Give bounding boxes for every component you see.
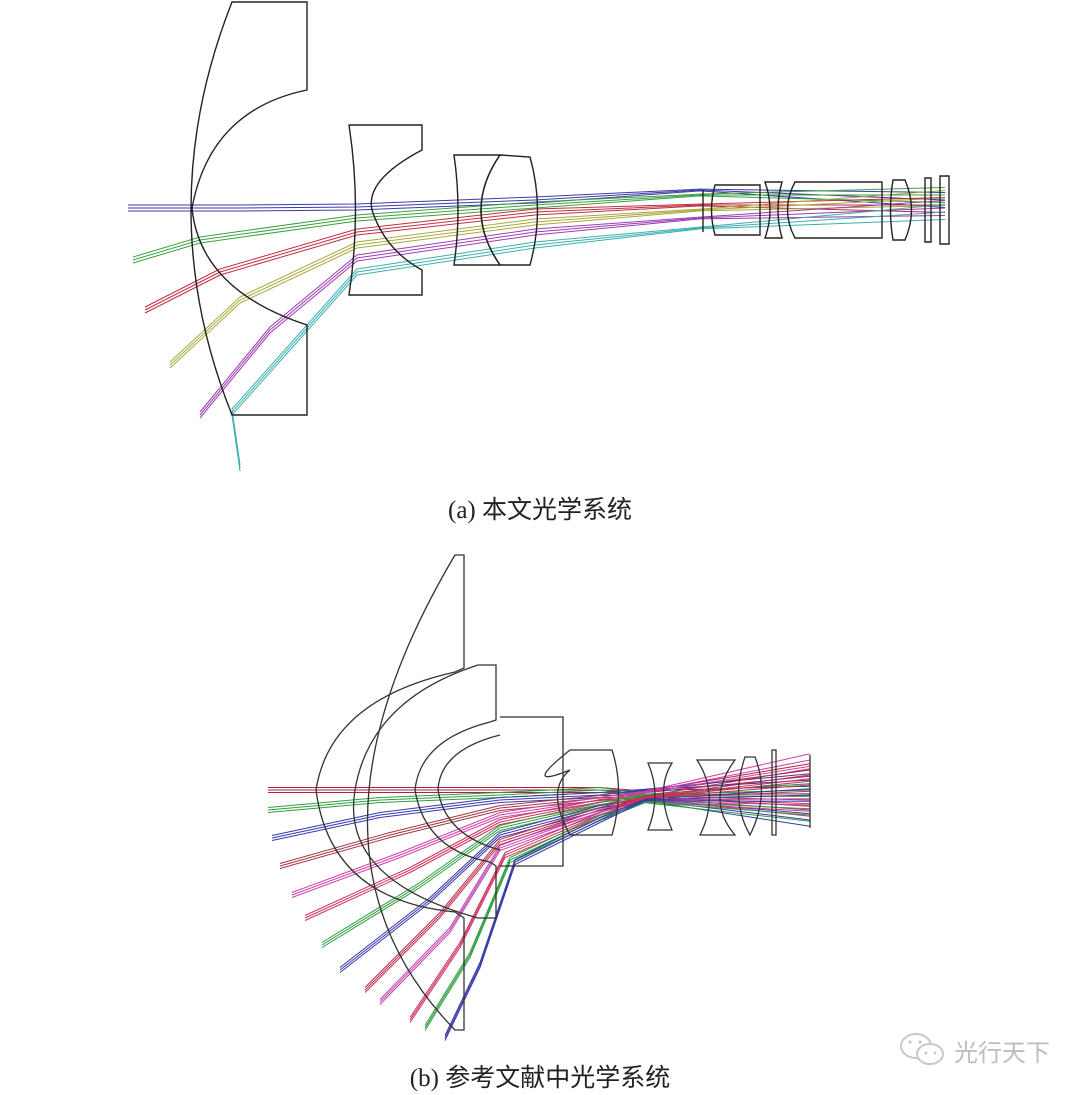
a-ray-0-0 (128, 188, 946, 206)
b-ray-4-0 (291, 753, 811, 893)
b-ray-4-1 (291, 759, 811, 896)
b-ray-11-0 (424, 800, 811, 1026)
wechat-icon (900, 1033, 944, 1065)
a-ray-3-2 (169, 205, 946, 369)
b-ray-6-0 (321, 783, 811, 943)
lens-b5 (647, 762, 674, 831)
optical-system-a (128, 1, 950, 472)
lens-b1 (315, 554, 465, 1031)
lens-a8 (889, 179, 913, 241)
a-ray-1-1 (132, 194, 945, 261)
caption-b: (b) 参考文献中光学系统 (409, 1065, 671, 1092)
lens-a4 (480, 154, 539, 266)
a-ray-4-0 (199, 200, 946, 413)
lens-b7 (737, 756, 763, 837)
watermark-text: 光行天下 (954, 1038, 1050, 1067)
a-ray-3-1 (169, 197, 946, 366)
a-ray-0-1 (128, 189, 946, 209)
a-ray-2-2 (144, 205, 946, 314)
a-ray-4-2 (199, 215, 946, 419)
ray-bundles-b (267, 753, 811, 1041)
lens-a1 (190, 1, 308, 416)
lens-a7 (786, 181, 883, 239)
b-ray-3-1 (279, 795, 811, 867)
b-ray-9-0 (379, 798, 811, 1000)
a-ray-1-0 (132, 187, 946, 258)
lens-a2 (348, 124, 423, 296)
b-ray-8-0 (364, 768, 811, 988)
lens-a5 (702, 184, 761, 236)
b-ray-11-2 (424, 802, 811, 1031)
b-ray-12-2 (444, 800, 811, 1041)
ray-bundles-a (128, 187, 946, 472)
b-ray-9-2 (379, 801, 811, 1005)
a-ray-5-0 (231, 204, 946, 466)
b-ray-8-1 (364, 774, 811, 991)
a-ray-2-1 (144, 204, 945, 311)
watermark: 光行天下 (898, 1030, 1050, 1070)
b-ray-5-0 (304, 796, 811, 916)
a-ray-1-2 (132, 195, 946, 264)
filter-a (924, 175, 950, 245)
a-ray-5-2 (231, 219, 946, 472)
b-ray-9-1 (379, 800, 811, 1003)
b-ray-10-0 (409, 778, 811, 1018)
filter-b (771, 749, 811, 836)
lens-b4 (544, 749, 620, 836)
b-ray-11-1 (424, 801, 811, 1029)
a-ray-4-1 (199, 207, 946, 416)
optical-system-b (267, 554, 811, 1041)
a-ray-3-0 (169, 190, 946, 363)
b-ray-0-0 (268, 763, 811, 792)
lens-a6 (764, 181, 783, 239)
a-ray-2-0 (144, 197, 946, 308)
lens-b3 (437, 716, 564, 867)
lens-b6 (695, 759, 737, 836)
b-ray-8-2 (364, 780, 811, 993)
b-ray-10-1 (409, 784, 811, 1021)
lens-b2 (353, 664, 497, 919)
b-ray-12-1 (444, 794, 811, 1039)
a-ray-0-2 (128, 190, 946, 212)
caption-a: (a) 本文光学系统 (448, 497, 632, 524)
b-ray-12-0 (444, 788, 811, 1036)
b-ray-5-1 (304, 797, 811, 919)
